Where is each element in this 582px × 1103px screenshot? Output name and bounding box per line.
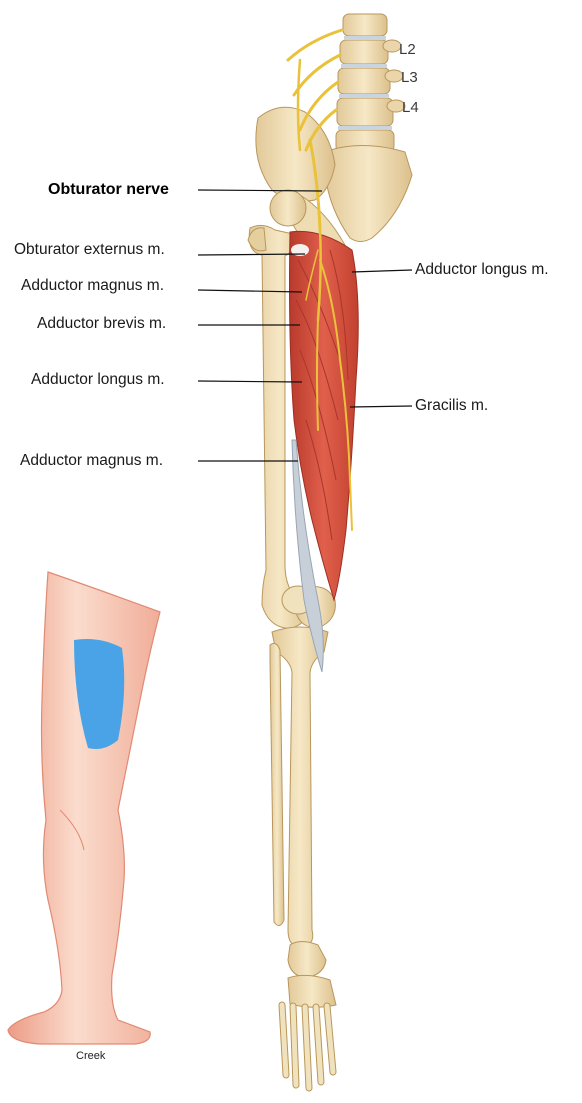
label-obturator-externus: Obturator externus m. [14,241,165,258]
label-obturator-nerve: Obturator nerve [48,181,169,198]
foot-bones [282,942,336,1089]
leader-adductor-magnus-upper [198,290,302,292]
vertebra-label-l3: L3 [401,69,418,86]
label-adductor-magnus-upper: Adductor magnus m. [21,277,164,294]
label-gracilis: Gracilis m. [415,397,488,414]
label-adductor-longus-left: Adductor longus m. [31,371,165,388]
vertebra-label-l2: L2 [399,41,416,58]
vertebra-label-l4: L4 [402,99,419,116]
label-adductor-brevis: Adductor brevis m. [37,315,166,332]
leader-obturator-externus [198,254,305,255]
leader-adductor-longus-left [198,381,302,382]
artist-signature: Creek [76,1050,106,1062]
label-adductor-magnus-lower: Adductor magnus m. [20,452,163,469]
lumbar-spine [336,14,405,152]
leader-gracilis [350,406,412,407]
leader-adductor-longus-right [352,270,412,272]
label-adductor-longus-right: Adductor longus m. [415,261,549,278]
inset-leg-sensory-map [8,572,160,1044]
